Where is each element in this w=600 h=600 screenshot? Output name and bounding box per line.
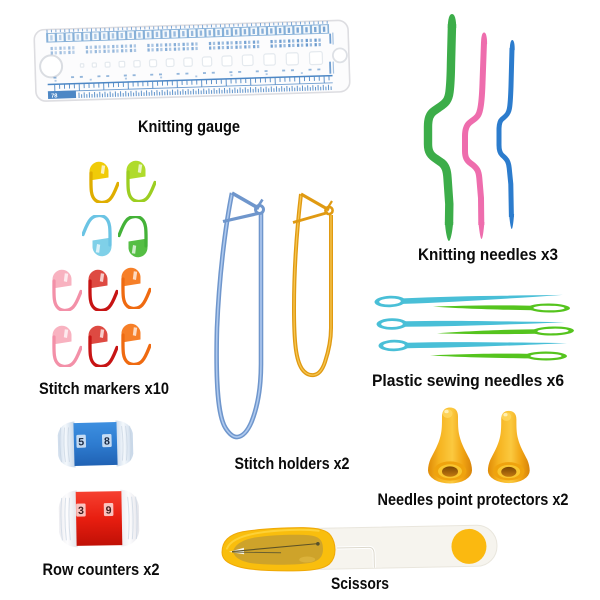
svg-text:8: 8 xyxy=(104,436,110,448)
svg-text:78: 78 xyxy=(51,93,58,99)
svg-text:3: 3 xyxy=(78,505,84,517)
svg-text:5: 5 xyxy=(78,436,84,448)
svg-text:9: 9 xyxy=(106,504,112,516)
